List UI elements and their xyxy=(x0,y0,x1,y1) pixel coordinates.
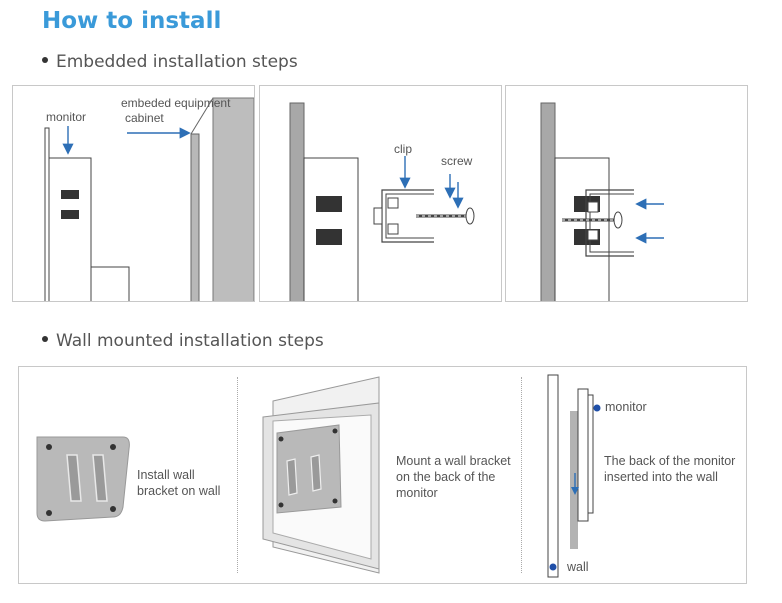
insert-arrowhead xyxy=(571,487,579,495)
page-title: How to install xyxy=(42,8,222,34)
wall-section xyxy=(540,102,556,301)
step1-text: Install wall bracket on wall xyxy=(137,467,220,499)
label-cabinet-line2: cabinet xyxy=(125,111,164,125)
monitor-profile xyxy=(577,388,589,522)
monitor-frame xyxy=(44,127,50,301)
bracket-profile xyxy=(570,411,578,549)
wall-panel: Install wall bracket on wall Mount a wal… xyxy=(18,366,747,584)
label-screw: screw xyxy=(441,154,473,168)
bracket-hole xyxy=(46,510,52,516)
cabinet-side xyxy=(212,97,254,301)
embedded-diagram-3 xyxy=(540,102,664,301)
step3-wall-label: wall xyxy=(567,560,589,574)
bullet-dot xyxy=(42,57,48,63)
clip-hole-bottom xyxy=(587,229,599,241)
wall-diagram xyxy=(36,374,601,578)
clip-outline xyxy=(585,189,634,257)
label-clip: clip xyxy=(394,142,413,156)
mounted-hole xyxy=(278,436,284,442)
clip-hole-top xyxy=(587,201,599,213)
mounted-hole xyxy=(278,502,284,508)
step3-back-line2: inserted into the wall xyxy=(604,470,718,484)
embedded-diagram-1 xyxy=(44,97,254,301)
mounted-bracket xyxy=(276,424,342,514)
step2-text: Mount a wall bracket on the back of the … xyxy=(396,453,511,501)
bracket-hole xyxy=(46,444,52,450)
slot-bottom xyxy=(316,229,342,245)
step2-line1: Mount a wall bracket xyxy=(396,454,511,468)
wall-section xyxy=(289,102,305,301)
wall-dot xyxy=(549,563,557,571)
embedded-panel-2: clip screw xyxy=(259,85,502,302)
wall-profile xyxy=(547,374,559,578)
clip-inner xyxy=(385,193,434,239)
clip-tab xyxy=(373,207,383,225)
slot-top xyxy=(316,196,342,212)
embedded-panel-3 xyxy=(505,85,748,302)
step3-back-line1: The back of the monitor xyxy=(604,454,736,468)
embedded-heading-text: Embedded installation steps xyxy=(56,52,298,72)
cabinet-edge xyxy=(190,133,200,301)
mounted-slot-left xyxy=(286,458,298,496)
screw-head xyxy=(613,211,623,229)
wall-heading: Wall mounted installation steps xyxy=(42,331,324,351)
clip-hole-top xyxy=(387,197,399,209)
bullet-dot xyxy=(42,336,48,342)
embedded-heading: Embedded installation steps xyxy=(42,52,298,72)
screw-head xyxy=(465,207,475,225)
step2-line3: monitor xyxy=(396,486,438,500)
step3-back-text: The back of the monitor inserted into th… xyxy=(604,453,735,485)
label-monitor: monitor xyxy=(46,110,87,124)
monitor-body xyxy=(48,157,92,301)
step3-monitor-label: monitor xyxy=(605,400,647,414)
bracket-hole xyxy=(110,506,116,512)
mounted-hole xyxy=(332,498,338,504)
mounted-slot-right xyxy=(310,454,322,492)
monitor-dot xyxy=(593,404,601,412)
clip-hole-bottom xyxy=(387,223,399,235)
step1-line1: Install wall xyxy=(137,468,195,482)
embedded-panel-1: monitor embeded equipment cabinet xyxy=(12,85,255,302)
step2-line2: on the back of the xyxy=(396,470,496,484)
monitor-slot-bottom xyxy=(61,210,79,219)
mounted-hole xyxy=(332,428,338,434)
monitor-slot-top xyxy=(61,190,79,199)
divider-2 xyxy=(521,377,522,573)
step1-line2: bracket on wall xyxy=(137,484,221,498)
divider-1 xyxy=(237,377,238,573)
monitor-base xyxy=(90,266,130,301)
bracket-slot-right xyxy=(92,454,108,502)
label-cabinet-line1: embeded equipment xyxy=(121,96,231,110)
clip-inner xyxy=(589,193,634,253)
monitor-front xyxy=(587,394,594,514)
bracket-slot-left xyxy=(66,454,82,502)
embedded-diagram-2 xyxy=(289,102,475,301)
bracket-hole xyxy=(110,444,116,450)
wall-heading-text: Wall mounted installation steps xyxy=(56,331,324,351)
